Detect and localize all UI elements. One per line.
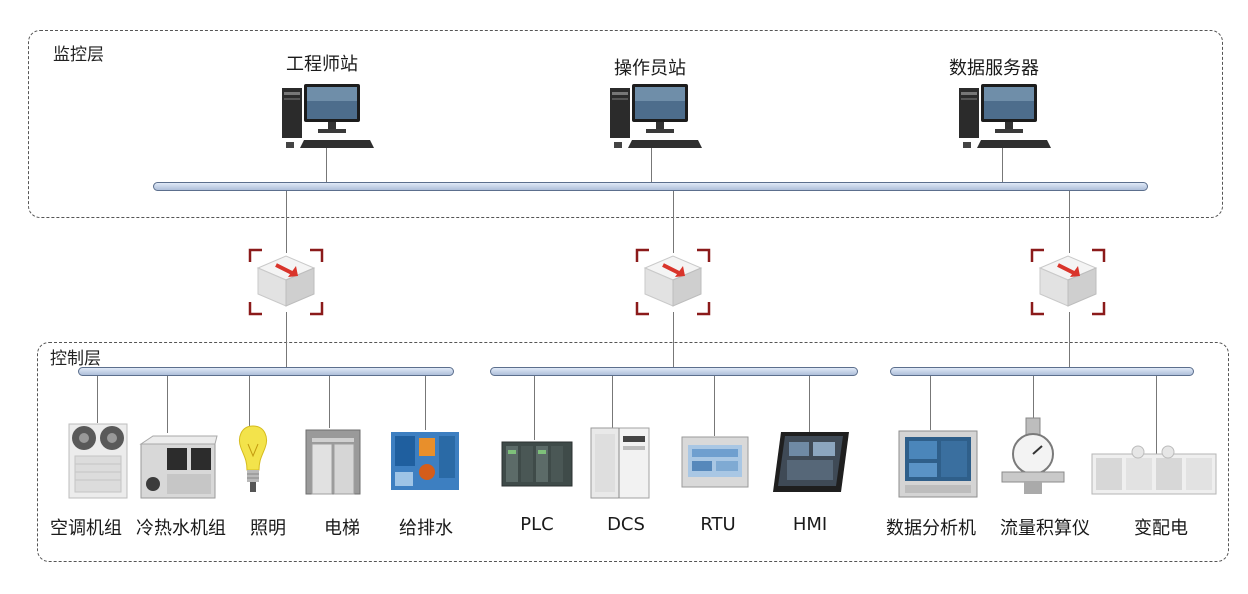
link-bus-to-switch-1 <box>286 191 288 253</box>
device-label-data-analyzer: 数据分析机 <box>886 518 976 539</box>
workstation-label-data-server: 数据服务器 <box>949 58 1039 79</box>
device-label-lighting: 照明 <box>250 518 286 539</box>
drop-line-analyzer <box>930 376 932 430</box>
rtu-box-icon <box>681 436 749 488</box>
network-switch-icon <box>1030 248 1106 316</box>
plc-module-icon <box>501 441 573 487</box>
flow-meter-icon <box>1001 417 1065 494</box>
water-pump-icon <box>391 432 459 490</box>
drop-line-plc <box>534 376 536 440</box>
monitoring-layer-title: 监控层 <box>53 45 104 65</box>
drop-line-power <box>1156 376 1158 454</box>
device-label-rtu: RTU <box>700 514 736 535</box>
device-label-plc: PLC <box>520 514 554 535</box>
drop-line-hmi <box>809 376 811 433</box>
link-switch-1-to-bus <box>286 312 288 369</box>
link-switch-2-to-bus <box>673 312 675 369</box>
desktop-pc-icon <box>610 84 702 148</box>
link-server-to-bus <box>1002 148 1004 185</box>
data-analyzer-icon <box>898 430 978 498</box>
device-label-air-conditioner: 空调机组 <box>50 518 122 539</box>
drop-line-flowmeter <box>1033 376 1035 418</box>
dcs-cabinet-icon <box>590 427 650 499</box>
workstation-label-engineer: 工程师站 <box>286 54 358 75</box>
control-layer-title: 控制层 <box>50 349 101 369</box>
hmi-tablet-icon <box>773 432 849 492</box>
device-label-power-distribution: 变配电 <box>1134 518 1188 539</box>
water-chiller-icon <box>139 435 218 499</box>
network-switch-icon <box>635 248 711 316</box>
link-operator-to-bus <box>651 148 653 185</box>
control-bus-analysis <box>890 367 1194 376</box>
desktop-pc-icon <box>959 84 1051 148</box>
drop-line-rtu <box>714 376 716 436</box>
air-conditioner-unit-icon <box>68 423 128 499</box>
device-label-hmi: HMI <box>792 514 828 535</box>
elevator-icon <box>305 429 361 495</box>
link-switch-3-to-bus <box>1069 312 1071 369</box>
link-bus-to-switch-2 <box>673 191 675 253</box>
power-distribution-icon <box>1091 445 1217 495</box>
drop-line-water <box>425 376 427 430</box>
device-label-flow-totalizer: 流量积算仪 <box>1000 518 1090 539</box>
device-label-water-supply: 给排水 <box>399 518 453 539</box>
control-bus-automation <box>490 367 858 376</box>
workstation-label-operator: 操作员站 <box>614 58 686 79</box>
desktop-pc-icon <box>282 84 374 148</box>
drop-line-chiller <box>167 376 169 433</box>
monitoring-layer-zone <box>28 30 1223 218</box>
device-label-elevator: 电梯 <box>324 518 360 539</box>
drop-line-lighting <box>249 376 251 426</box>
monitoring-bus <box>153 182 1148 191</box>
drop-line-dcs <box>612 376 614 428</box>
control-bus-building <box>78 367 454 376</box>
light-bulb-icon <box>239 425 267 492</box>
device-label-chiller: 冷热水机组 <box>136 518 226 539</box>
link-bus-to-switch-3 <box>1069 191 1071 253</box>
drop-line-elevator <box>329 376 331 428</box>
link-engineer-to-bus <box>326 148 328 185</box>
network-switch-icon <box>248 248 324 316</box>
drop-line-ac <box>97 376 99 423</box>
control-layer-zone <box>37 342 1229 562</box>
device-label-dcs: DCS <box>607 514 645 535</box>
